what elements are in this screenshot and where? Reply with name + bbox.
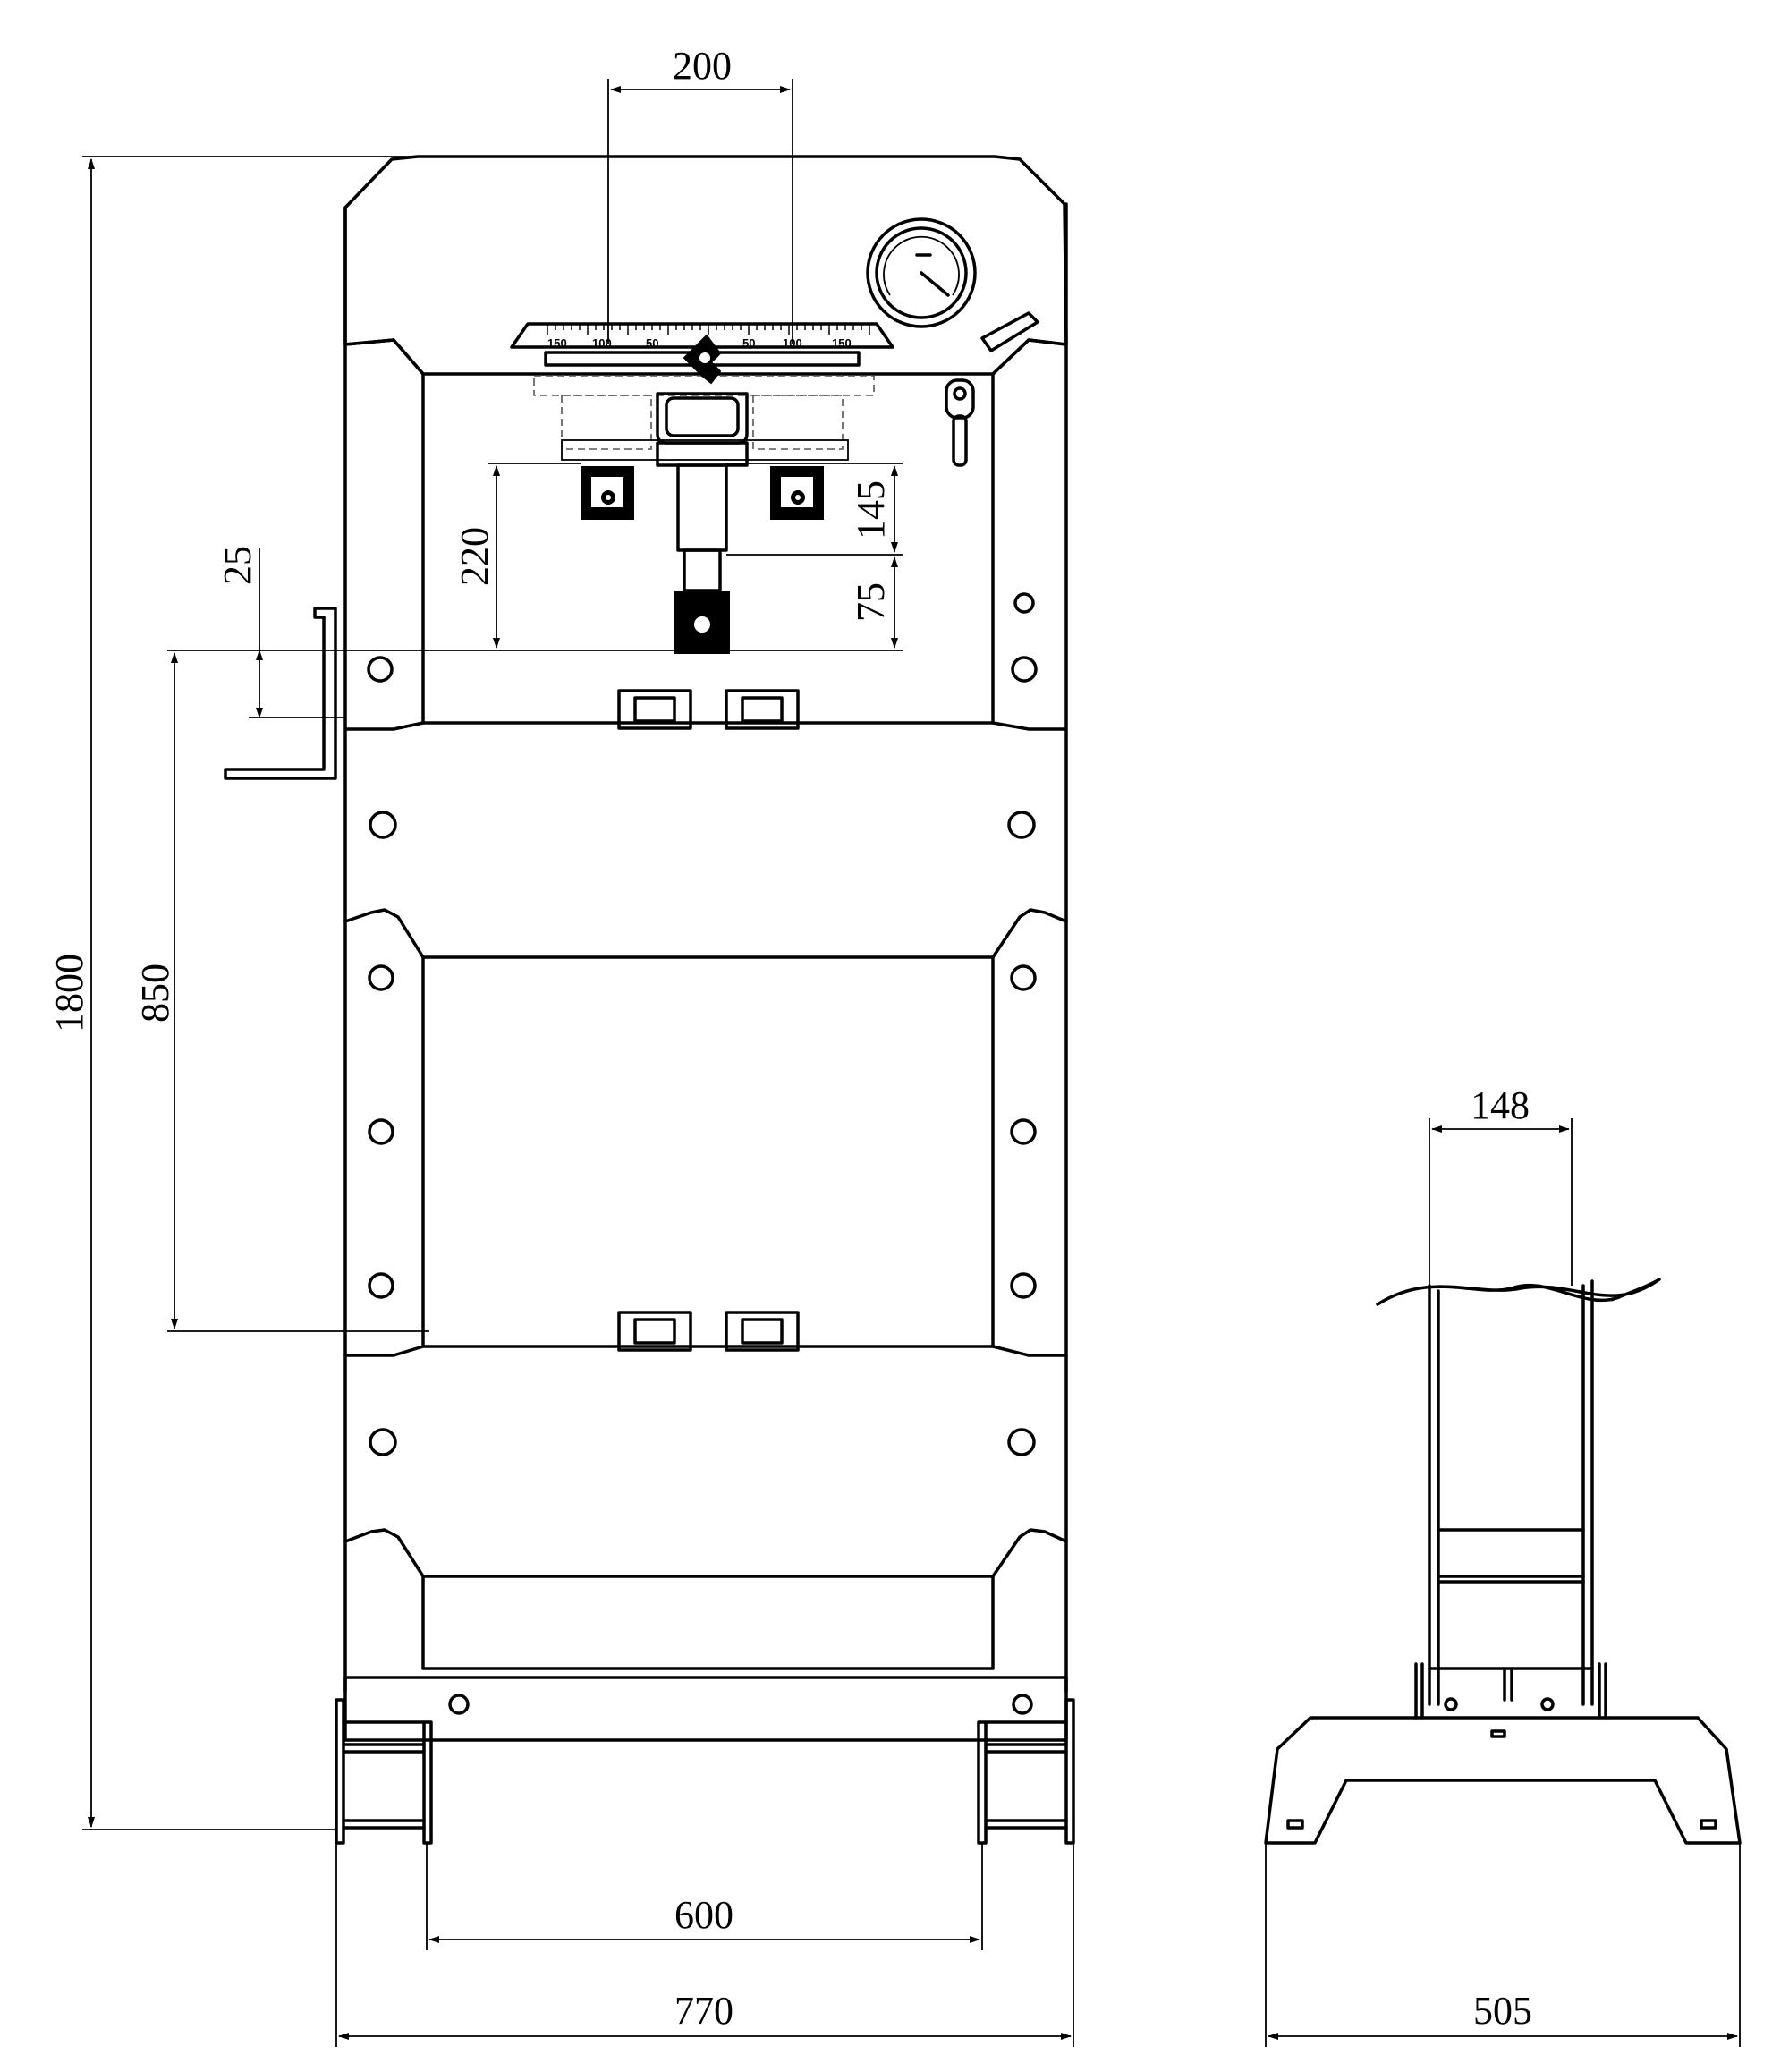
dim-inner-width: 600	[674, 1893, 733, 1937]
scale-label-2: 100	[592, 336, 612, 350]
side-clamp	[1414, 1662, 1607, 1720]
cross-panel-1	[343, 908, 1068, 959]
pin-blocks-lower	[617, 1311, 800, 1352]
left-upright	[343, 206, 425, 1693]
dim-left-upper: 220	[453, 527, 496, 586]
work-window	[343, 955, 1068, 1357]
ram-assembly	[533, 334, 875, 654]
frame-holes	[367, 592, 1038, 1715]
lower-plate	[421, 1575, 995, 1670]
right-foot	[977, 1698, 1075, 1845]
dim-side-width: 148	[1471, 1083, 1530, 1127]
break-line	[1376, 1278, 1661, 1306]
left-foot	[335, 1698, 433, 1845]
scale-label-3: 50	[646, 336, 658, 350]
pressure-gauge-icon	[866, 217, 977, 328]
dim-right-lower: 75	[849, 582, 893, 622]
dim-overall-height: 1800	[47, 954, 91, 1032]
scale-label-6: 150	[832, 336, 852, 350]
winch-handle	[224, 607, 337, 780]
cross-panel-2	[343, 1528, 1068, 1578]
release-valve-icon	[945, 378, 975, 467]
front-dimensions: 200 145 75 220 25 850 1800 600 770	[47, 44, 1074, 2047]
side-view	[1264, 1278, 1742, 1845]
dim-outer-width: 770	[674, 1989, 733, 2033]
dim-right-upper: 145	[849, 480, 893, 539]
side-dimensions: 148 505	[1265, 1083, 1741, 2047]
front-view: 150 100 50 50 100 150	[224, 155, 1075, 1845]
guide-block-right	[770, 466, 824, 520]
valve-lever-icon	[980, 311, 1039, 352]
base-rail	[343, 1676, 1068, 1742]
side-cross-members	[1437, 1528, 1585, 1584]
dim-small-left: 25	[216, 546, 259, 585]
right-upright	[991, 202, 1068, 1693]
side-column	[1428, 1279, 1594, 1706]
scale-ticks	[547, 324, 870, 335]
guide-block-left	[581, 466, 634, 520]
dim-base-depth: 505	[1473, 1989, 1532, 2033]
pin-blocks-upper	[617, 689, 800, 730]
scale-label-1: 150	[547, 336, 567, 350]
dim-top-width: 200	[673, 44, 732, 88]
dim-daylight: 850	[133, 964, 177, 1023]
scale-label-4: 50	[742, 336, 755, 350]
